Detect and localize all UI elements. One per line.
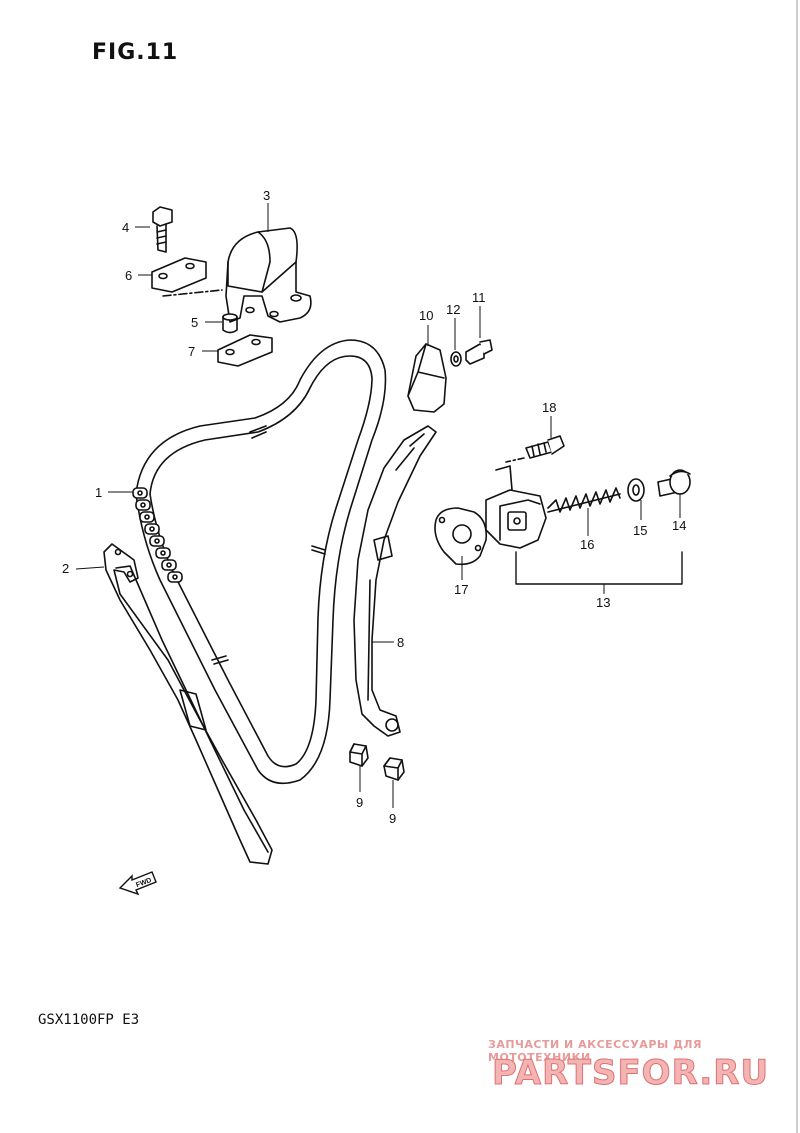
part-15-washer (627, 478, 645, 502)
part-10-damper (407, 343, 447, 413)
callout-16: 16 (580, 537, 594, 552)
watermark-logo-text: PARTSFOR.RU (492, 1053, 769, 1092)
callout-14: 14 (672, 518, 686, 533)
callout-9a: 9 (356, 795, 363, 810)
figure-title: FIG.11 (92, 40, 179, 65)
callout-9b: 9 (389, 811, 396, 826)
callout-13: 13 (596, 595, 610, 610)
part-3-chain-guide-bracket (225, 227, 312, 323)
part-5-damper (222, 313, 238, 334)
callout-17: 17 (454, 582, 468, 597)
callout-18: 18 (542, 400, 556, 415)
callout-4: 4 (122, 220, 129, 235)
watermark-logo: PARTSFOR.RU (492, 1053, 769, 1093)
part-14-plug (657, 469, 691, 497)
callout-7: 7 (188, 344, 195, 359)
callout-6: 6 (125, 268, 132, 283)
page-edge (796, 0, 798, 1133)
callout-8: 8 (397, 635, 404, 650)
part-13-tensioner-body (485, 465, 547, 549)
part-6-plate (151, 257, 223, 297)
part-9-dampers (349, 743, 405, 781)
part-1-cam-chain (132, 339, 387, 785)
watermark-tagline: ЗАПЧАСТИ И АКСЕССУАРЫ ДЛЯ МОТОТЕХНИКИ (488, 1038, 703, 1064)
model-code: GSX1100FP E3 (38, 1012, 140, 1028)
part-17-gasket (434, 507, 488, 566)
part-12-washer (450, 351, 462, 367)
callout-1: 1 (95, 485, 102, 500)
part-7-plate (217, 334, 273, 367)
part-8-tensioner-guide (353, 425, 437, 737)
callout-15: 15 (633, 523, 647, 538)
part-16-spring (547, 487, 621, 513)
callout-11: 11 (472, 290, 486, 305)
part-4-bolt (152, 206, 173, 253)
callout-5: 5 (191, 315, 198, 330)
callout-3: 3 (263, 188, 270, 203)
callout-10: 10 (419, 308, 433, 323)
callout-2: 2 (62, 561, 69, 576)
part-11-bolt (465, 339, 493, 365)
part-18-screw (505, 435, 565, 463)
callout-12: 12 (446, 302, 460, 317)
fwd-direction-arrow: FWD (118, 871, 157, 896)
part-2-chain-guide (103, 543, 273, 865)
